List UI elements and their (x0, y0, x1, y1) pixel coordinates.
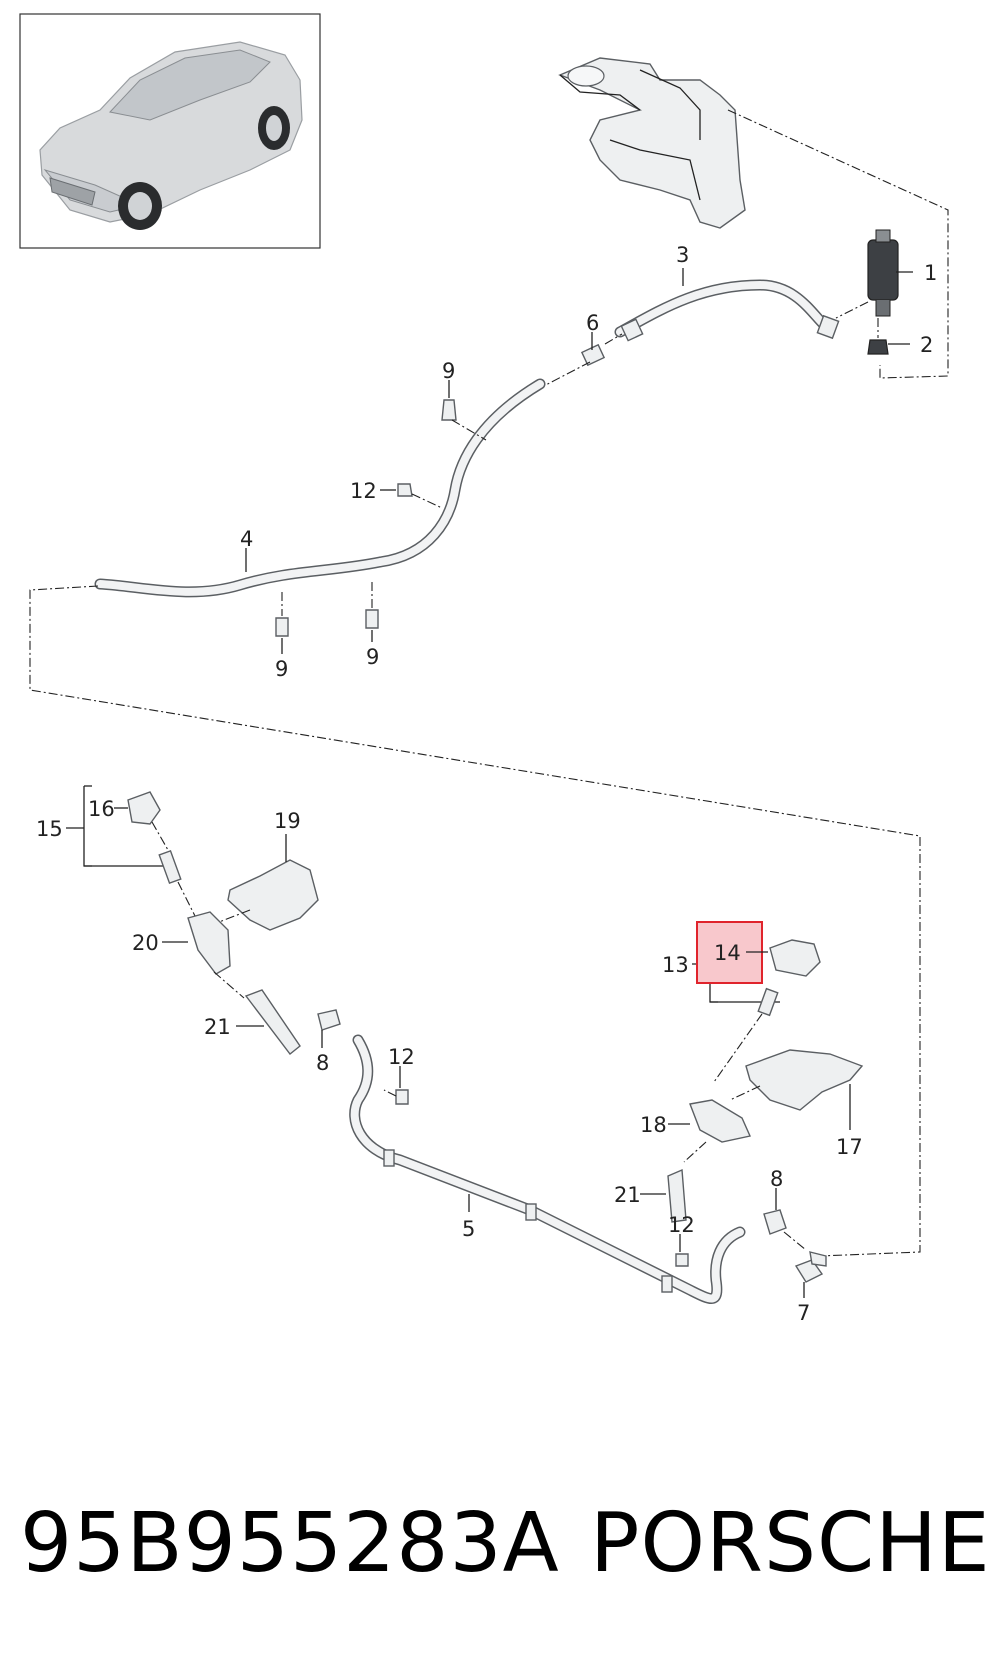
callout-14: 14 (714, 941, 741, 965)
clip-9-right (365, 609, 379, 629)
clip-9-top (441, 399, 457, 421)
callout-7: 7 (797, 1301, 810, 1325)
clip-12-top (397, 483, 413, 497)
connector-7 (794, 1251, 827, 1283)
nozzle-cover-right (769, 939, 821, 977)
callout-12-top: 12 (350, 479, 377, 503)
callout-16: 16 (88, 797, 115, 821)
connector-8-left (317, 1009, 341, 1031)
nozzle-bracket-17 (745, 1049, 864, 1111)
part-number-text: 95B955283A (20, 1496, 560, 1591)
callout-15: 15 (36, 817, 63, 841)
washer-reservoir (558, 57, 746, 229)
nozzle-housing-20 (187, 911, 231, 975)
clip-12-middle (395, 1089, 409, 1105)
callout-17: 17 (836, 1135, 863, 1159)
nozzle-cover-left (127, 791, 161, 825)
callout-9-right: 9 (366, 645, 379, 669)
callout-9-top: 9 (442, 359, 455, 383)
callout-3: 3 (676, 243, 689, 267)
callout-2: 2 (920, 333, 933, 357)
callout-18: 18 (640, 1113, 667, 1137)
nozzle-bracket-19 (227, 859, 319, 931)
callout-12-middle: 12 (388, 1045, 415, 1069)
callout-19: 19 (274, 809, 301, 833)
callout-8-left: 8 (316, 1051, 329, 1075)
nozzle-housing-18 (689, 1099, 751, 1143)
callout-13: 13 (662, 953, 689, 977)
telescopic-nozzle-21-right (667, 1168, 687, 1223)
leader-reservoir (727, 109, 949, 379)
callout-20: 20 (132, 931, 159, 955)
vehicle-thumbnail (19, 13, 321, 249)
washer-pump (867, 229, 899, 317)
callout-21-left: 21 (204, 1015, 231, 1039)
telescopic-nozzle-21-left (244, 989, 301, 1055)
pump-grommet (867, 339, 889, 355)
callout-6: 6 (586, 311, 599, 335)
car-icon (39, 41, 303, 230)
connector-8-right (763, 1209, 787, 1235)
callout-9-left: 9 (275, 657, 288, 681)
callout-4: 4 (240, 527, 253, 551)
leader-hose (29, 585, 921, 1257)
callout-1: 1 (924, 261, 937, 285)
callout-21-right: 21 (614, 1183, 641, 1207)
clip-9-left (275, 617, 289, 637)
clip-12-bottom (675, 1253, 689, 1267)
brand-text: PORSCHE (590, 1496, 990, 1591)
callout-12-bottom: 12 (668, 1213, 695, 1237)
callout-8-right: 8 (770, 1167, 783, 1191)
callout-5: 5 (462, 1217, 475, 1241)
